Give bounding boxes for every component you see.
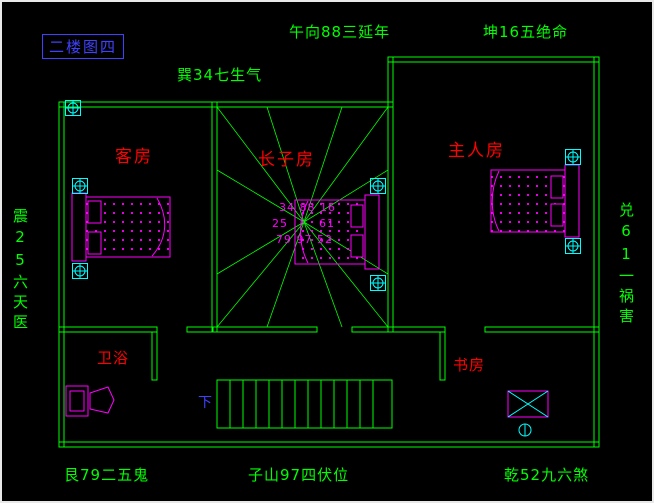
compass-row1: 34 88 16 [279,201,336,214]
room-label-master: 主人房 [448,141,505,161]
wall-top-left [58,101,394,108]
compass-row3: 79 97 52 [276,233,333,246]
stairs-down-label: 下 [198,395,212,411]
wall-right [593,56,600,448]
position-marker-icon [370,275,386,291]
staircase [216,379,393,429]
position-marker-icon [565,149,581,165]
eldest-son-bed-icon [294,194,380,270]
annotation-southwest: 坤16五绝命 [483,23,569,41]
wall-bottom [58,441,600,448]
position-marker-icon [565,238,581,254]
wall-master-bottom-a [392,326,446,333]
wall-son-bottom-b [351,326,394,333]
master-bed-icon [490,164,580,238]
wall-bathroom-right [151,331,158,381]
annotation-southeast: 巽34七生气 [177,66,263,84]
annotation-south: 午向88三延年 [289,23,391,41]
wall-top-master [387,56,600,63]
desk-icon [507,390,549,437]
drawing-title-box: 二楼图四 [42,34,125,59]
wall-son-bottom-a [211,326,318,333]
wall-study-left [439,331,446,381]
wall-son-master-divider [387,56,394,333]
wall-left [58,101,65,448]
annotation-northeast: 艮79二五鬼 [64,466,150,484]
room-label-study: 书房 [453,356,486,374]
compass-row2-right: 61 [319,217,335,230]
wall-master-bottom-b [484,326,600,333]
position-marker-icon [72,263,88,279]
room-label-guest: 客房 [115,147,153,167]
walls [58,56,600,448]
wall-guest-bottom-b [186,326,214,333]
position-marker-icon [370,178,386,194]
wall-guest-bottom-a [58,326,158,333]
position-marker-icon [72,178,88,194]
room-label-eldest-son: 长子房 [258,150,315,170]
annotation-east: 震25六天医 [11,208,29,334]
drawing-title: 二楼图四 [49,38,118,56]
toilet-icon [65,385,115,417]
position-marker-icon [65,100,81,116]
wall-guest-son-divider [211,101,218,333]
compass-row2-left: 25 [272,217,288,230]
annotation-north: 子山97四伏位 [248,466,350,484]
guest-bed-icon [71,192,171,262]
annotation-northwest: 乾52九六煞 [504,466,590,484]
room-label-bathroom: 卫浴 [97,349,130,367]
annotation-west: 兑61一祸害 [617,202,635,328]
